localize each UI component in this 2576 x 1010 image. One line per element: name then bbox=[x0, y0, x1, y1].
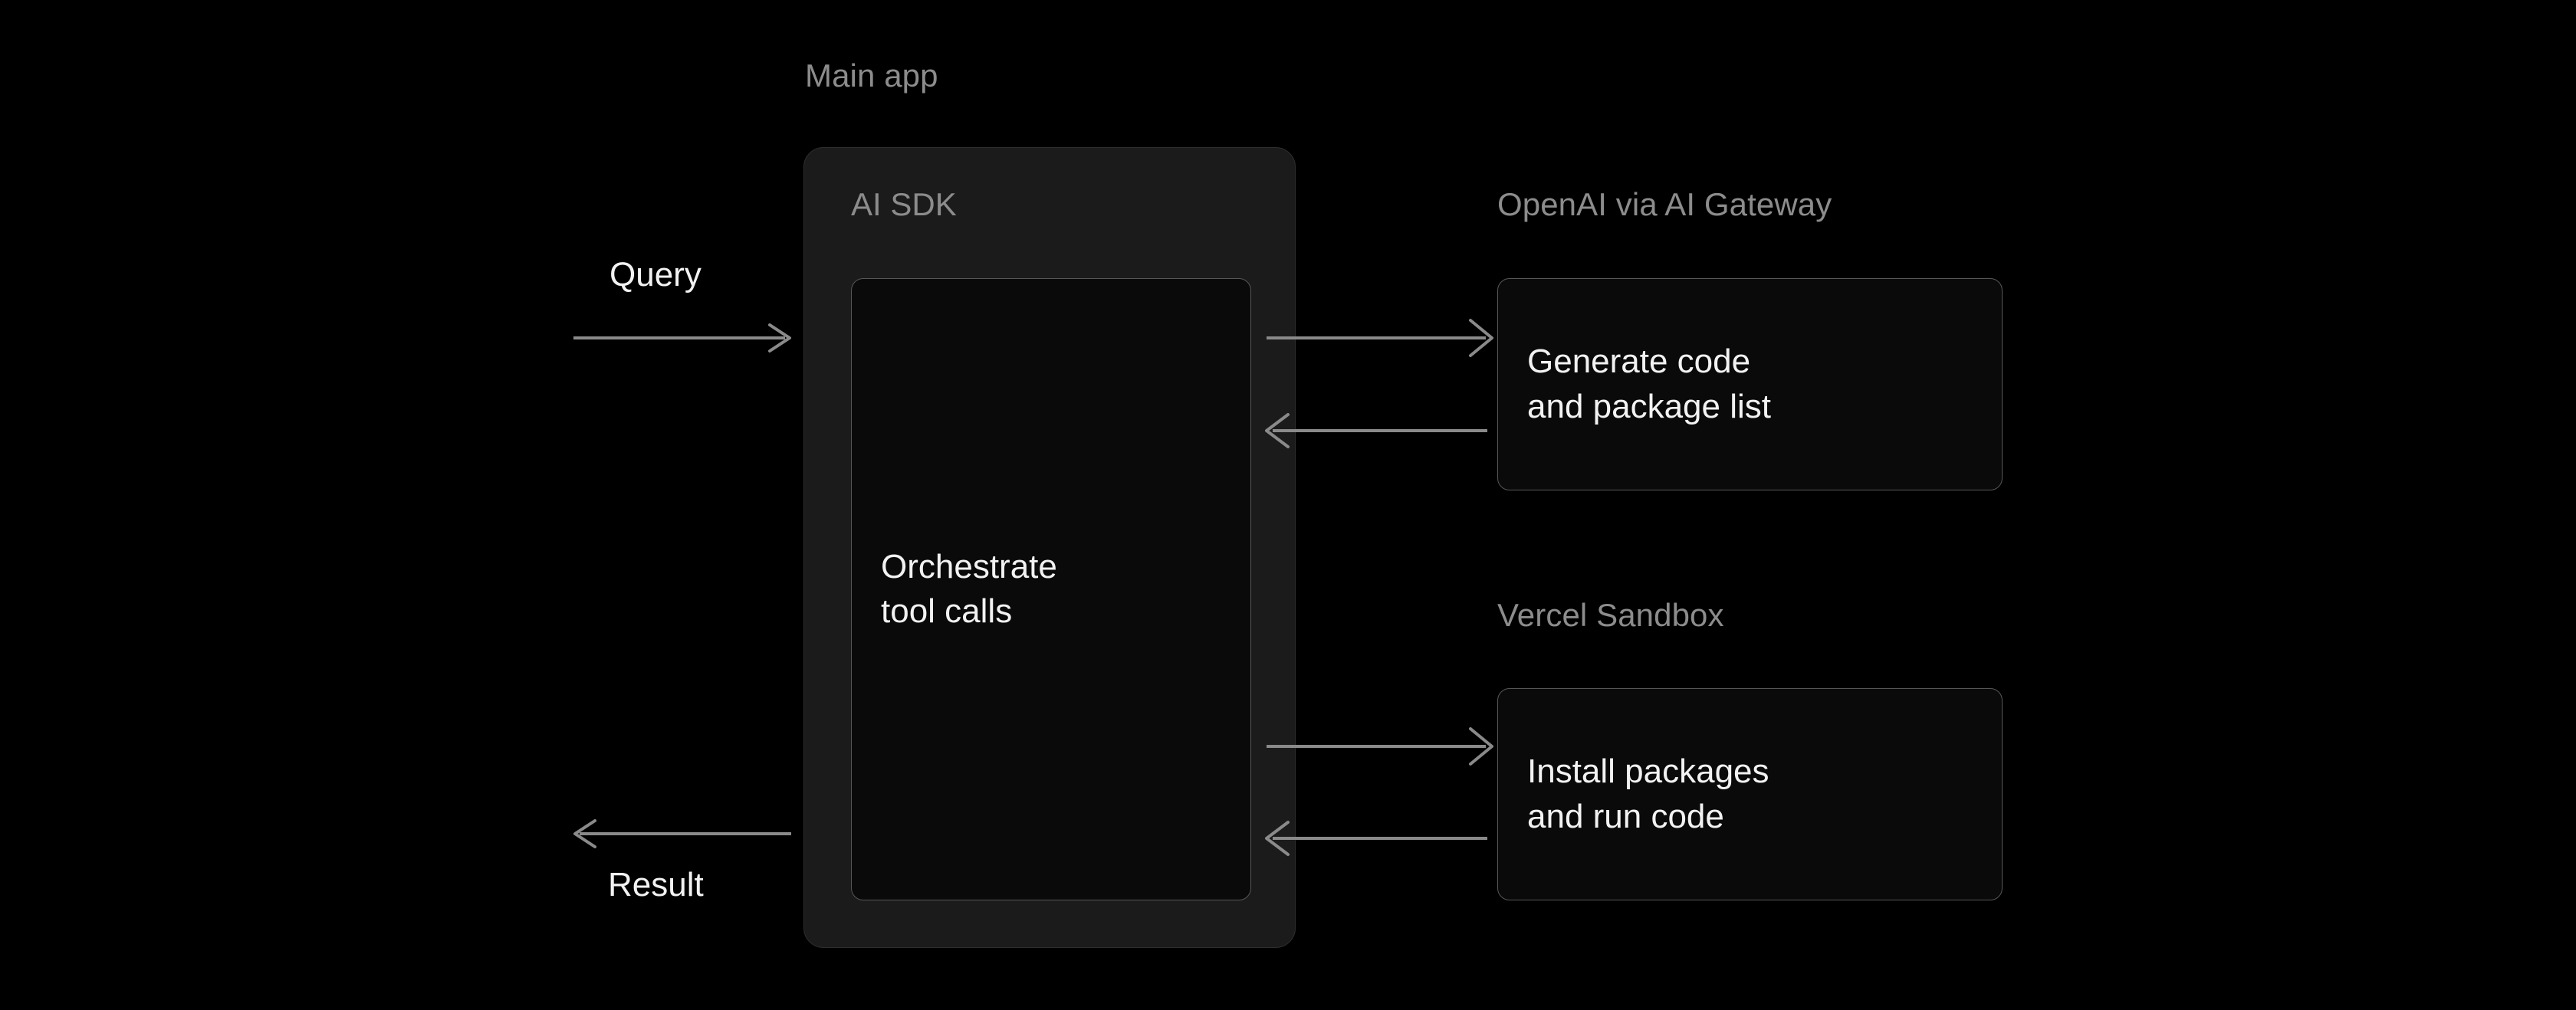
group-label-vercel-sandbox: Vercel Sandbox bbox=[1497, 597, 1724, 633]
box-generate-code-text: Generate code and package list bbox=[1527, 343, 1771, 425]
edge-label-query: Query bbox=[610, 256, 702, 293]
edge-label-result: Result bbox=[608, 866, 704, 903]
arrow-from-sandbox bbox=[1265, 821, 1487, 856]
box-install-packages-text: Install packages and run code bbox=[1527, 753, 1769, 835]
group-label-openai-gateway: OpenAI via AI Gateway bbox=[1497, 186, 1832, 222]
arrow-from-gateway bbox=[1265, 413, 1487, 448]
box-orchestrate-text: Orchestrate tool calls bbox=[881, 547, 1057, 630]
ai-sdk-label: AI SDK bbox=[851, 186, 957, 222]
arrow-result bbox=[573, 819, 791, 848]
box-generate-code: Generate code and package list bbox=[1497, 278, 2003, 490]
box-orchestrate-tool-calls: Orchestrate tool calls bbox=[851, 278, 1251, 900]
group-label-main-app: Main app bbox=[805, 57, 938, 93]
box-install-packages: Install packages and run code bbox=[1497, 688, 2003, 900]
arrow-to-sandbox bbox=[1267, 727, 1493, 766]
arrow-query bbox=[573, 323, 791, 353]
arrow-to-gateway bbox=[1267, 319, 1493, 357]
